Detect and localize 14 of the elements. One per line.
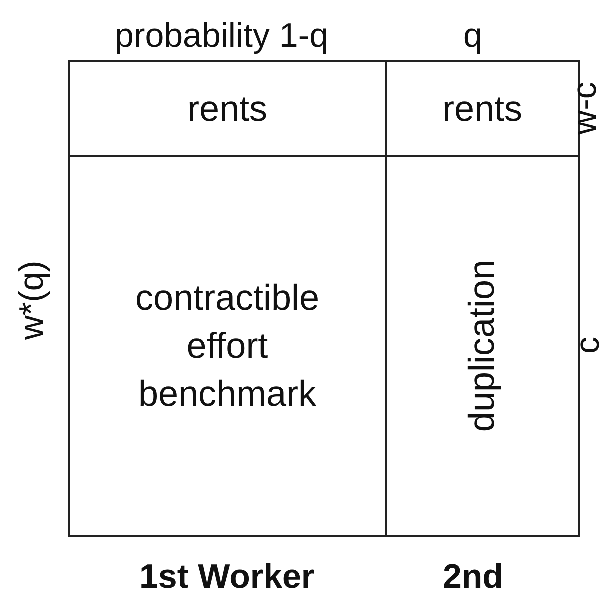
row-label: c [568,336,600,354]
column-label: 1st Worker [140,558,315,596]
table-cell [68,60,387,157]
cell-text: rents [442,86,523,130]
column-header: probability 1-q [115,16,329,56]
table-cell [385,155,580,537]
table-cell [68,155,387,537]
cell-text: contractible effort benchmark [134,276,321,416]
cell-text: rents [187,86,268,130]
column-header: q [464,16,482,56]
row-label: w*(q) [12,260,52,340]
column-label: 2nd [443,558,504,596]
row-label: w-c [565,82,600,134]
cell-text: duplication [460,260,504,432]
